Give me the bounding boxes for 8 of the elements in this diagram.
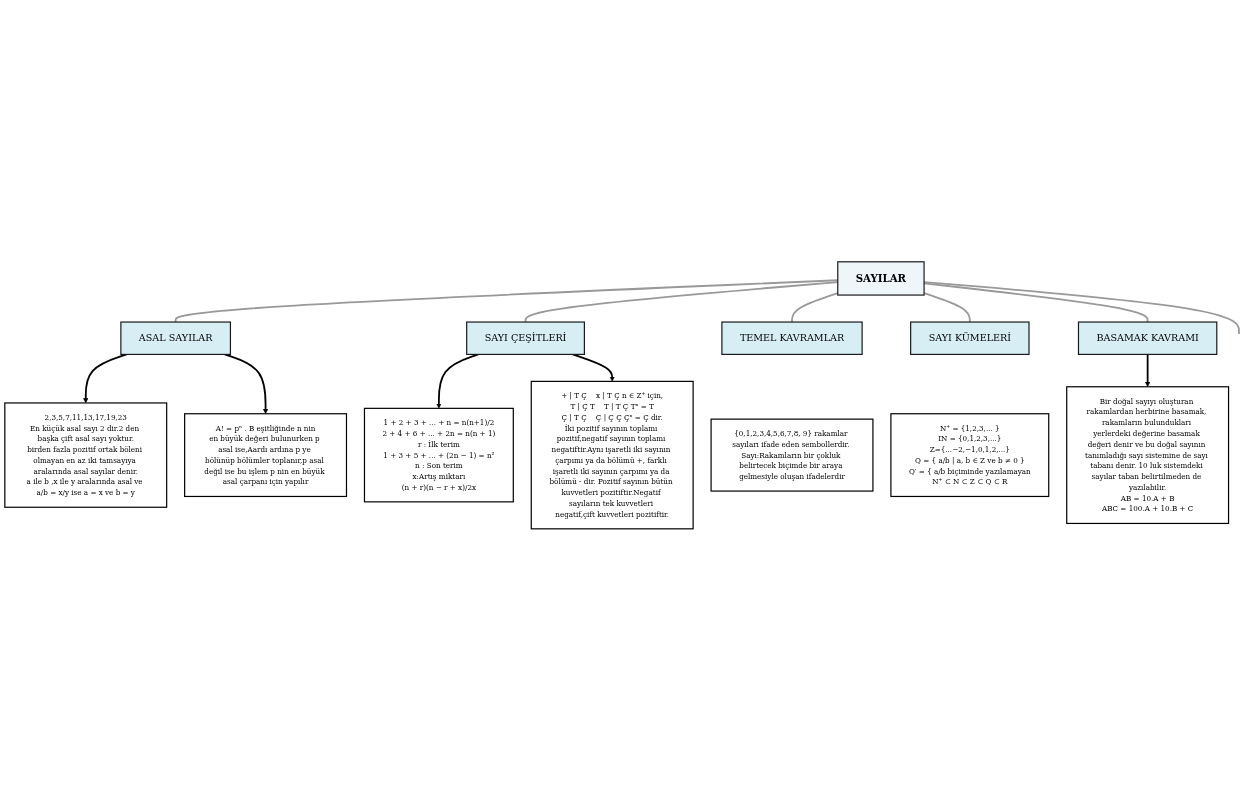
node-box: TEMEL KAVRAMLAR — [721, 321, 863, 356]
node-box: SAYI ÇEŞİTLERİ — [466, 321, 585, 356]
node-box: SAYILAR — [837, 261, 925, 296]
arrow — [83, 353, 128, 404]
node-box: BASAMAK KAVRAMI — [1077, 321, 1218, 356]
node-box: ASAL SAYILAR — [120, 321, 232, 356]
node-box: SAYI KÜMELERİ — [910, 321, 1030, 356]
arrow — [1145, 353, 1151, 388]
